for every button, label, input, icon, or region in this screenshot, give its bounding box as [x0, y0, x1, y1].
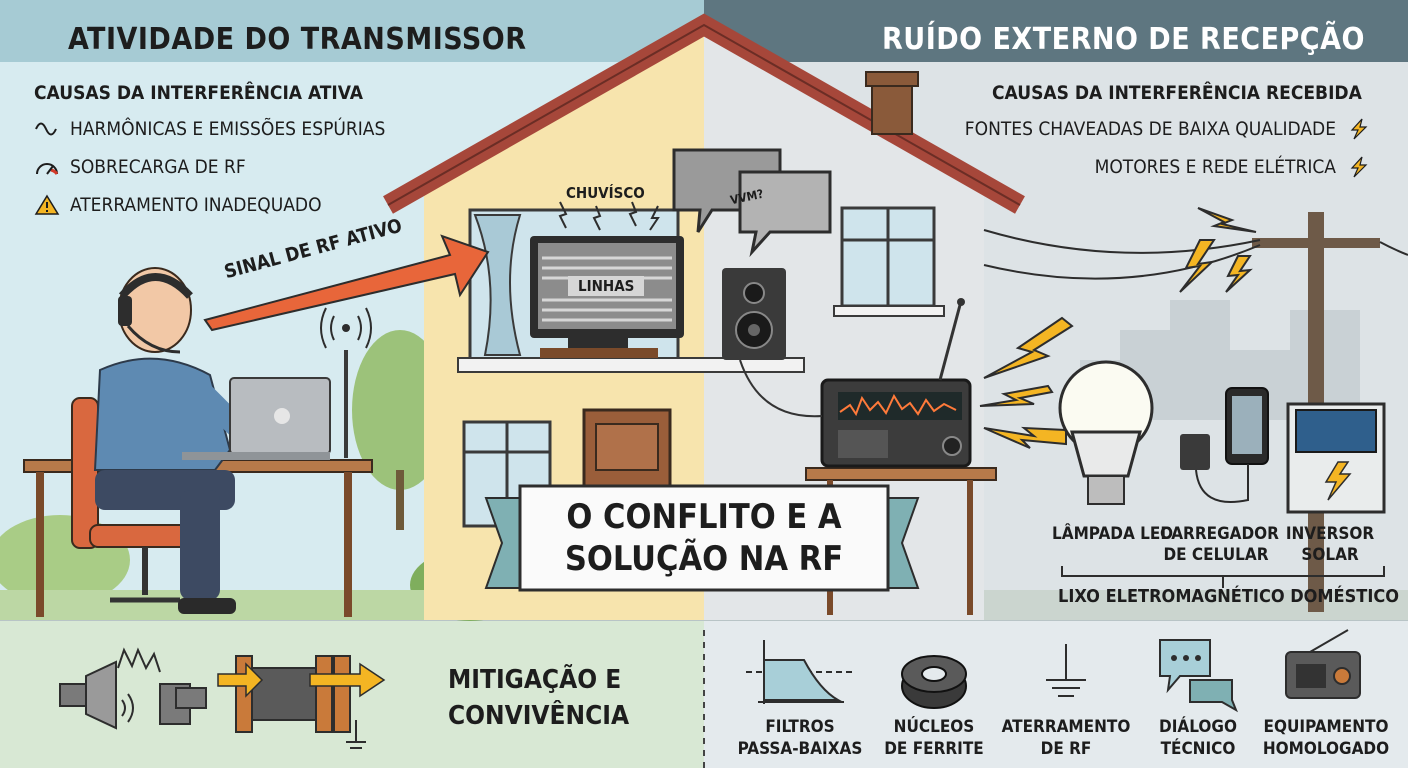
left-header-bar: [0, 0, 704, 62]
city-silhouette: [1080, 300, 1360, 420]
solution-label: EQUIPAMENTO: [1263, 717, 1389, 737]
solution-label: TÉCNICO: [1160, 739, 1236, 759]
lightning-icon: [1350, 156, 1368, 178]
solution-label: ATERRAMENTO: [1001, 717, 1131, 737]
solution-label: DE FERRITE: [884, 739, 984, 759]
noise-label: CHUVÍSCO: [566, 184, 645, 202]
cause-item-harmonics: HARMÔNICAS E EMISSÕES ESPÚRIAS: [34, 118, 385, 140]
headset-icon: [118, 296, 132, 326]
title-banner: [518, 484, 890, 592]
cause-label: MOTORES E REDE ELÉTRICA: [1094, 156, 1336, 178]
left-causes-title: CAUSAS DA INTERFERÊNCIA ATIVA: [34, 82, 363, 104]
cause-label: ATERRAMENTO INADEQUADO: [70, 194, 322, 216]
appliance-led-label: LÂMPADA LED: [1052, 524, 1174, 544]
banner-title: O CONFLITO E A SOLUÇÃO NA RF: [520, 496, 888, 580]
cause-label: SOBRECARGA DE RF: [70, 156, 246, 178]
solution-filters: FILTROS PASSA-BAIXAS: [730, 716, 870, 760]
mitigation-illustration: [59, 647, 386, 749]
phone-charger: [1180, 434, 1210, 470]
chat-bubbles-icon: [1159, 639, 1238, 713]
ferrite-core-icon: [901, 655, 967, 709]
warning-icon: [34, 194, 60, 215]
solution-label: FILTROS: [765, 717, 835, 737]
appliance-charger-label: CARREGADOR DE CELULAR: [1160, 524, 1279, 565]
cause-item-power-supplies: FONTES CHAVEADAS DE BAIXA QUALIDADE: [965, 118, 1372, 140]
mitigation-title: MITIGAÇÃO E CONVIVÊNCIA: [448, 662, 629, 734]
gauge-icon: [36, 163, 59, 175]
rf-signal-arrow: [203, 234, 490, 332]
interference-bolts: [979, 207, 1257, 449]
lightning-icon: [1350, 118, 1368, 140]
curtain: [473, 214, 522, 356]
appliance-inverter-label: INVERSOR SOLAR: [1285, 524, 1375, 565]
banner-line-2: SOLUÇÃO NA RF: [564, 539, 844, 579]
low-pass-filter-icon: [746, 640, 852, 704]
cause-item-grounding: ATERRAMENTO INADEQUADO: [34, 194, 322, 216]
solution-label: DIÁLOGO: [1159, 717, 1237, 737]
radio-icon: [1285, 629, 1361, 699]
banner-line-1: O CONFLITO E A: [566, 497, 842, 537]
solution-label: HOMOLOGADO: [1262, 739, 1390, 759]
right-causes-title: CAUSAS DA INTERFERÊNCIA RECEBIDA: [992, 82, 1362, 104]
mitigation-title-line-2: CONVIVÊNCIA: [448, 701, 630, 731]
solution-dialogue: DIÁLOGO TÉCNICO: [1138, 716, 1258, 760]
solution-label: DE RF: [1040, 739, 1092, 759]
ground-icon: [1046, 644, 1086, 697]
sine-wave-icon: [35, 122, 57, 136]
tv-lines-label: LINHAS: [568, 276, 645, 296]
cause-label: FONTES CHAVEADAS DE BAIXA QUALIDADE: [964, 118, 1336, 140]
solution-label: NÚCLEOS: [893, 717, 975, 737]
left-header: ATIVIDADE DO TRANSMISSOR: [68, 22, 527, 57]
solution-ferrite: NÚCLEOS DE FERRITE: [866, 716, 1002, 760]
cause-item-overload: SOBRECARGA DE RF: [34, 156, 246, 178]
cause-item-motors: MOTORES E REDE ELÉTRICA: [1095, 156, 1372, 178]
solution-label: PASSA-BAIXAS: [737, 739, 863, 759]
solution-grounding: ATERRAMENTO DE RF: [996, 716, 1136, 760]
noise-bubble-2: [738, 170, 832, 258]
cause-label: HARMÔNICAS E EMISSÕES ESPÚRIAS: [70, 118, 386, 140]
left-bottom-panel: [0, 620, 704, 768]
right-header-bar: [704, 0, 1408, 62]
solution-equipment: EQUIPAMENTO HOMOLOGADO: [1258, 716, 1394, 760]
right-header: RUÍDO EXTERNO DE RECEPÇÃO: [882, 22, 1365, 57]
appliances-caption: LIXO ELETROMAGNÉTICO DOMÉSTICO: [1058, 586, 1399, 607]
mitigation-title-line-1: MITIGAÇÃO E: [448, 665, 622, 695]
chimney: [871, 77, 913, 135]
